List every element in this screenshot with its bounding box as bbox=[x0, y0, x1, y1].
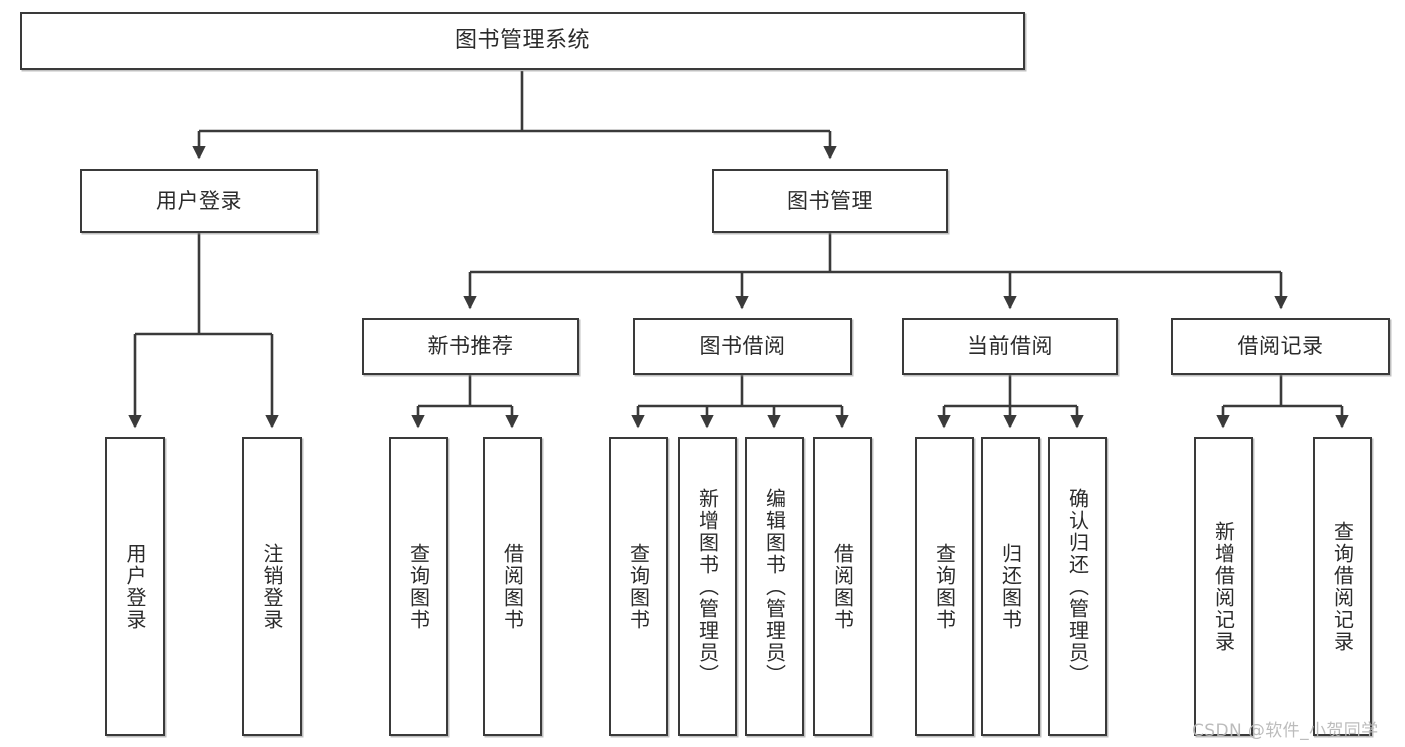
node-book-borrow[interactable]: 图书借阅 bbox=[633, 318, 852, 375]
node-leaf-query-book-2-label: 查询图书 bbox=[626, 542, 651, 631]
node-current-borrow-label: 当前借阅 bbox=[967, 334, 1053, 359]
node-leaf-edit-book[interactable]: 编辑图书（管理员） bbox=[745, 437, 804, 736]
node-leaf-query-record[interactable]: 查询借阅记录 bbox=[1313, 437, 1372, 736]
node-leaf-logout-login-label: 注销登录 bbox=[260, 542, 284, 631]
node-root[interactable]: 图书管理系统 bbox=[20, 12, 1025, 70]
node-leaf-return-book-label: 归还图书 bbox=[998, 542, 1023, 631]
node-leaf-borrow-book-2[interactable]: 借阅图书 bbox=[813, 437, 872, 736]
node-book-manage[interactable]: 图书管理 bbox=[712, 169, 948, 233]
node-new-book-rec[interactable]: 新书推荐 bbox=[362, 318, 579, 375]
node-current-borrow[interactable]: 当前借阅 bbox=[902, 318, 1118, 375]
node-leaf-confirm-return[interactable]: 确认归还（管理员） bbox=[1048, 437, 1107, 736]
node-borrow-record[interactable]: 借阅记录 bbox=[1171, 318, 1390, 375]
node-leaf-confirm-return-label: 确认归还（管理员） bbox=[1065, 487, 1090, 686]
node-new-book-rec-label: 新书推荐 bbox=[427, 334, 514, 359]
node-borrow-record-label: 借阅记录 bbox=[1237, 334, 1324, 359]
node-root-label: 图书管理系统 bbox=[454, 28, 590, 54]
node-book-borrow-label: 图书借阅 bbox=[699, 334, 786, 359]
node-leaf-query-book-3-label: 查询图书 bbox=[932, 542, 957, 631]
node-leaf-logout-login[interactable]: 注销登录 bbox=[242, 437, 302, 736]
node-leaf-query-book-3[interactable]: 查询图书 bbox=[915, 437, 974, 736]
node-leaf-add-book-label: 新增图书（管理员） bbox=[695, 487, 720, 686]
node-user-login[interactable]: 用户登录 bbox=[80, 169, 318, 233]
node-leaf-query-book-2[interactable]: 查询图书 bbox=[609, 437, 668, 736]
node-leaf-borrow-book-1[interactable]: 借阅图书 bbox=[483, 437, 542, 736]
node-user-login-label: 用户登录 bbox=[156, 188, 242, 213]
node-leaf-query-record-label: 查询借阅记录 bbox=[1330, 520, 1355, 653]
node-leaf-borrow-book-1-label: 借阅图书 bbox=[500, 542, 525, 631]
node-leaf-user-login[interactable]: 用户登录 bbox=[105, 437, 165, 736]
node-leaf-return-book[interactable]: 归还图书 bbox=[981, 437, 1040, 736]
node-book-manage-label: 图书管理 bbox=[787, 188, 873, 213]
node-leaf-add-book[interactable]: 新增图书（管理员） bbox=[678, 437, 737, 736]
node-leaf-edit-book-label: 编辑图书（管理员） bbox=[762, 487, 787, 686]
node-leaf-user-login-label: 用户登录 bbox=[123, 542, 147, 631]
node-leaf-query-book-1-label: 查询图书 bbox=[406, 542, 431, 631]
node-leaf-add-record[interactable]: 新增借阅记录 bbox=[1194, 437, 1253, 736]
node-leaf-borrow-book-2-label: 借阅图书 bbox=[830, 542, 855, 631]
node-leaf-add-record-label: 新增借阅记录 bbox=[1211, 520, 1236, 653]
node-leaf-query-book-1[interactable]: 查询图书 bbox=[389, 437, 448, 736]
